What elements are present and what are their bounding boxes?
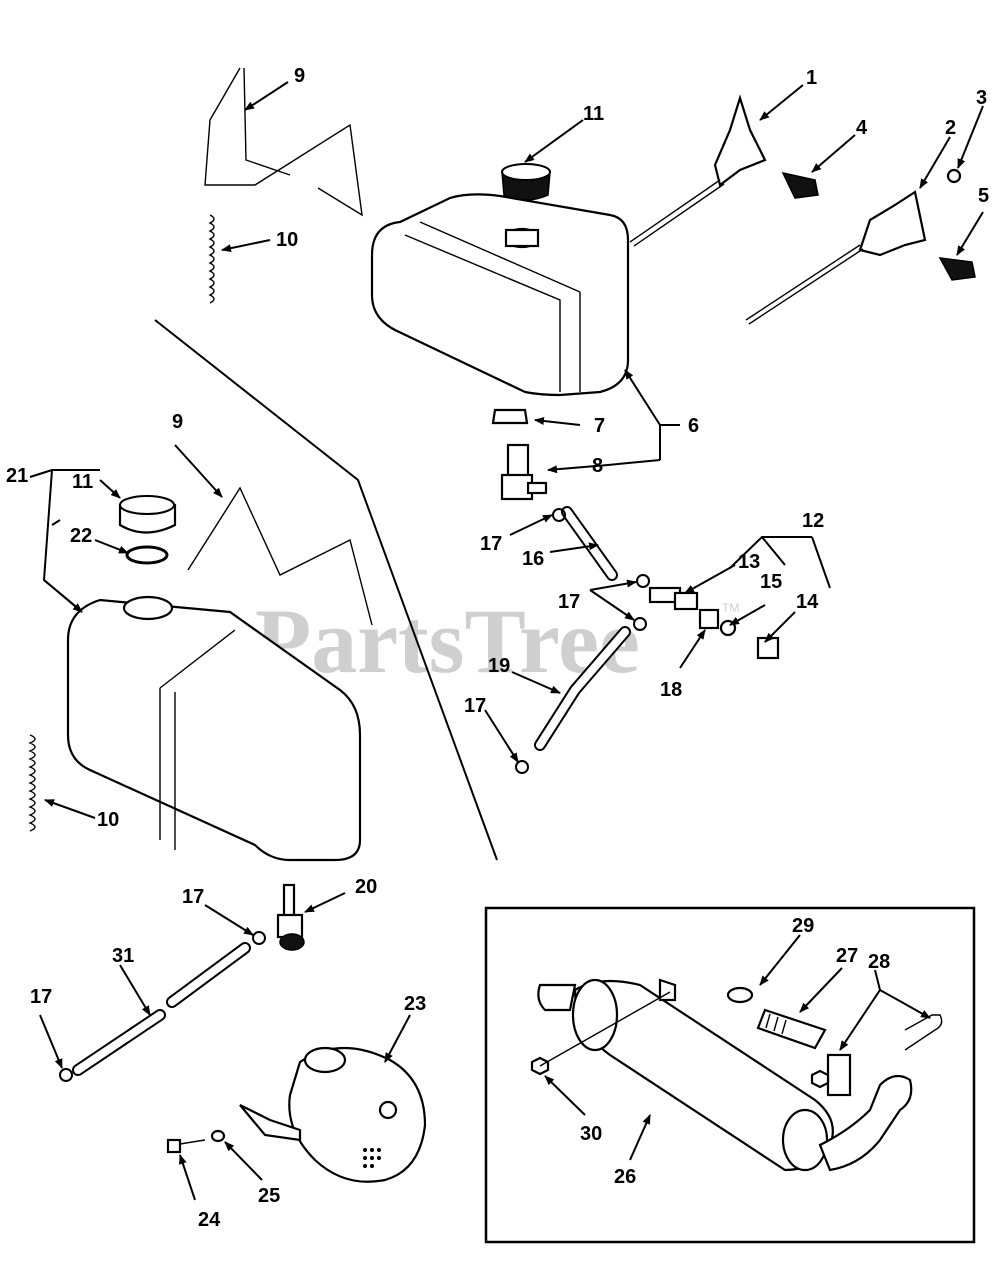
bolt-shank	[179, 1139, 206, 1145]
callout-19: 19	[488, 655, 510, 677]
exhaust-clamp	[826, 1053, 852, 1097]
callout-labels: 1 2 3 4 5 6 7 8 9 9 10 10 11 11 12 13 14…	[6, 65, 989, 1231]
callout-10-upper: 10	[276, 229, 298, 251]
callout-31: 31	[112, 945, 134, 967]
choke-control	[745, 190, 976, 325]
fuel-tank-lower	[66, 595, 362, 862]
fuel-cap-lower	[118, 495, 177, 534]
callout-11-upper: 11	[583, 103, 604, 125]
fuel-cap-upper	[501, 163, 551, 201]
callout-27: 27	[836, 945, 858, 967]
callout-8: 8	[592, 455, 603, 477]
callout-1: 1	[806, 67, 817, 89]
section-divider-line	[154, 319, 498, 861]
callout-11-lower: 11	[72, 471, 93, 493]
callout-23: 23	[404, 993, 426, 1015]
stud-line	[539, 991, 671, 1067]
callout-30: 30	[580, 1123, 602, 1145]
callout-14: 14	[796, 591, 819, 613]
callout-24: 24	[198, 1209, 221, 1231]
callout-17-a: 17	[480, 533, 502, 555]
hose-clamp	[633, 617, 647, 631]
watermark-trademark: TM	[722, 601, 739, 615]
elbow-fitting	[500, 443, 548, 501]
callout-5: 5	[978, 185, 989, 207]
callout-15: 15	[760, 571, 782, 593]
callout-12: 12	[802, 510, 824, 532]
screw	[946, 168, 962, 184]
callout-17-e: 17	[30, 986, 52, 1008]
fuel-shutoff-valve	[276, 883, 305, 951]
spring-lower	[28, 734, 36, 832]
callout-4: 4	[856, 117, 868, 139]
nut-18	[698, 608, 720, 630]
exhaust-pipe	[756, 1008, 827, 1050]
callout-17-c: 17	[464, 695, 486, 717]
throttle-control-upper	[629, 94, 819, 247]
hose-clamp	[59, 1068, 73, 1082]
spring-upper	[208, 214, 215, 304]
washer-25	[210, 1129, 226, 1143]
callout-21: 21	[6, 465, 28, 487]
tank-bracket-lower	[187, 486, 373, 626]
u-bolt	[904, 1014, 943, 1051]
exhaust-nut	[726, 986, 754, 1004]
callout-26: 26	[614, 1166, 636, 1188]
callout-29: 29	[792, 915, 814, 937]
callout-10-lower: 10	[97, 809, 119, 831]
callout-17-b: 17	[558, 591, 580, 613]
round-muffler	[239, 1046, 427, 1183]
callout-9-lower: 9	[172, 411, 183, 433]
fuel-tank-upper	[370, 193, 630, 397]
muffler-inset-box	[484, 906, 976, 1244]
callout-16: 16	[522, 548, 544, 570]
callout-9-upper: 9	[294, 65, 305, 87]
grommet	[491, 408, 529, 425]
callout-22: 22	[70, 525, 92, 547]
nut-28	[810, 1069, 830, 1089]
callout-6: 6	[688, 415, 699, 437]
callout-2: 2	[945, 117, 956, 139]
tank-bracket-upper	[204, 67, 363, 217]
callout-28: 28	[868, 951, 890, 973]
callout-20: 20	[355, 876, 377, 898]
callout-7: 7	[594, 415, 605, 437]
muffler-assembly	[537, 978, 913, 1172]
knob-14	[756, 636, 780, 660]
callout-3: 3	[976, 87, 987, 109]
callout-25: 25	[258, 1185, 280, 1207]
hose-clamp	[636, 574, 650, 588]
hose-clamp	[252, 931, 266, 945]
bolt-24	[166, 1138, 182, 1154]
callout-18: 18	[660, 679, 682, 701]
hose-clamp	[552, 508, 566, 522]
hose-clamp	[515, 760, 529, 774]
cap-gasket	[125, 545, 169, 565]
callout-17-d: 17	[182, 886, 204, 908]
callout-13: 13	[738, 551, 760, 573]
fuel-tee-fitting	[648, 586, 699, 611]
leader-lines	[29, 81, 984, 1201]
